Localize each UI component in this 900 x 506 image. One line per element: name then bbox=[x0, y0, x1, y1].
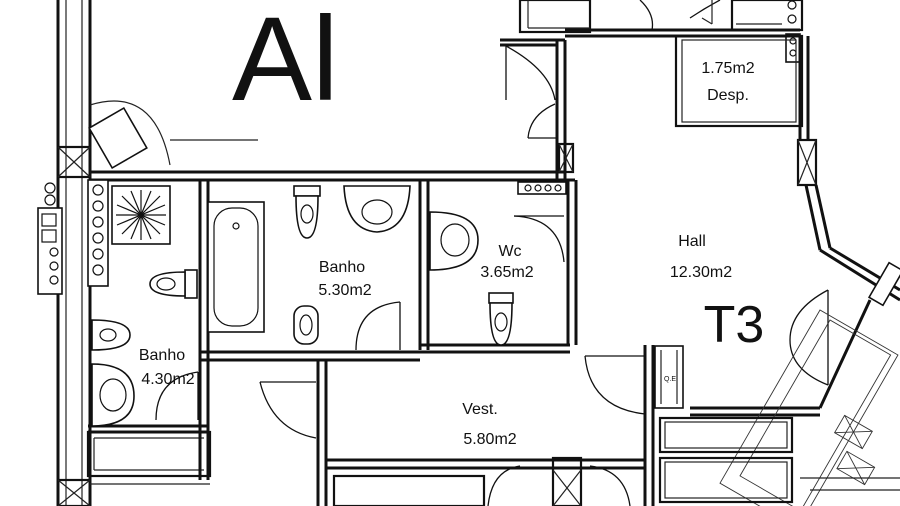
room-vest: Vest. 5.80m2 bbox=[259, 345, 655, 506]
electrical-panel: Q.E bbox=[654, 345, 684, 409]
room-banho-large: Banho 5.30m2 bbox=[198, 180, 420, 362]
room-name-hall: Hall bbox=[678, 233, 706, 250]
room-desp: Desp. 1.75m2 bbox=[565, 28, 804, 128]
room-name-banho-large: Banho bbox=[319, 259, 365, 276]
lounge-chair bbox=[88, 100, 258, 170]
room-name-vest: Vest. bbox=[462, 401, 498, 418]
room-area-banho-large: 5.30m2 bbox=[318, 282, 371, 299]
room-banho-small: Banho 4.30m2 bbox=[87, 179, 208, 434]
room-hall: Hall 12.30m2 T3 bbox=[565, 178, 765, 354]
room-area-banho-small: 4.30m2 bbox=[141, 371, 194, 388]
block-label: Al bbox=[232, 0, 339, 126]
room-name-wc: Wc bbox=[498, 243, 521, 260]
room-wc: Wc 3.65m2 bbox=[418, 180, 570, 354]
lower-left-cabinet bbox=[86, 360, 212, 485]
room-area-wc: 3.65m2 bbox=[480, 264, 533, 281]
hall-door bbox=[789, 289, 829, 386]
lower-right-wardrobes bbox=[658, 416, 794, 504]
lower-middle-cabinet bbox=[332, 474, 486, 506]
unit-label: T3 bbox=[704, 296, 765, 354]
electrical-panel-label: Q.E bbox=[664, 376, 676, 383]
right-exterior-wall bbox=[690, 36, 900, 417]
left-equipment-panel bbox=[37, 182, 63, 295]
upper-corridor-walls bbox=[90, 38, 575, 182]
room-area-desp: 1.75m2 bbox=[701, 60, 754, 77]
room-area-hall: 12.30m2 bbox=[670, 264, 732, 281]
shower-drain-rays bbox=[116, 190, 166, 240]
room-area-vest: 5.80m2 bbox=[463, 431, 516, 448]
room-name-desp: Desp. bbox=[707, 87, 749, 104]
room-name-banho-small: Banho bbox=[139, 347, 185, 364]
